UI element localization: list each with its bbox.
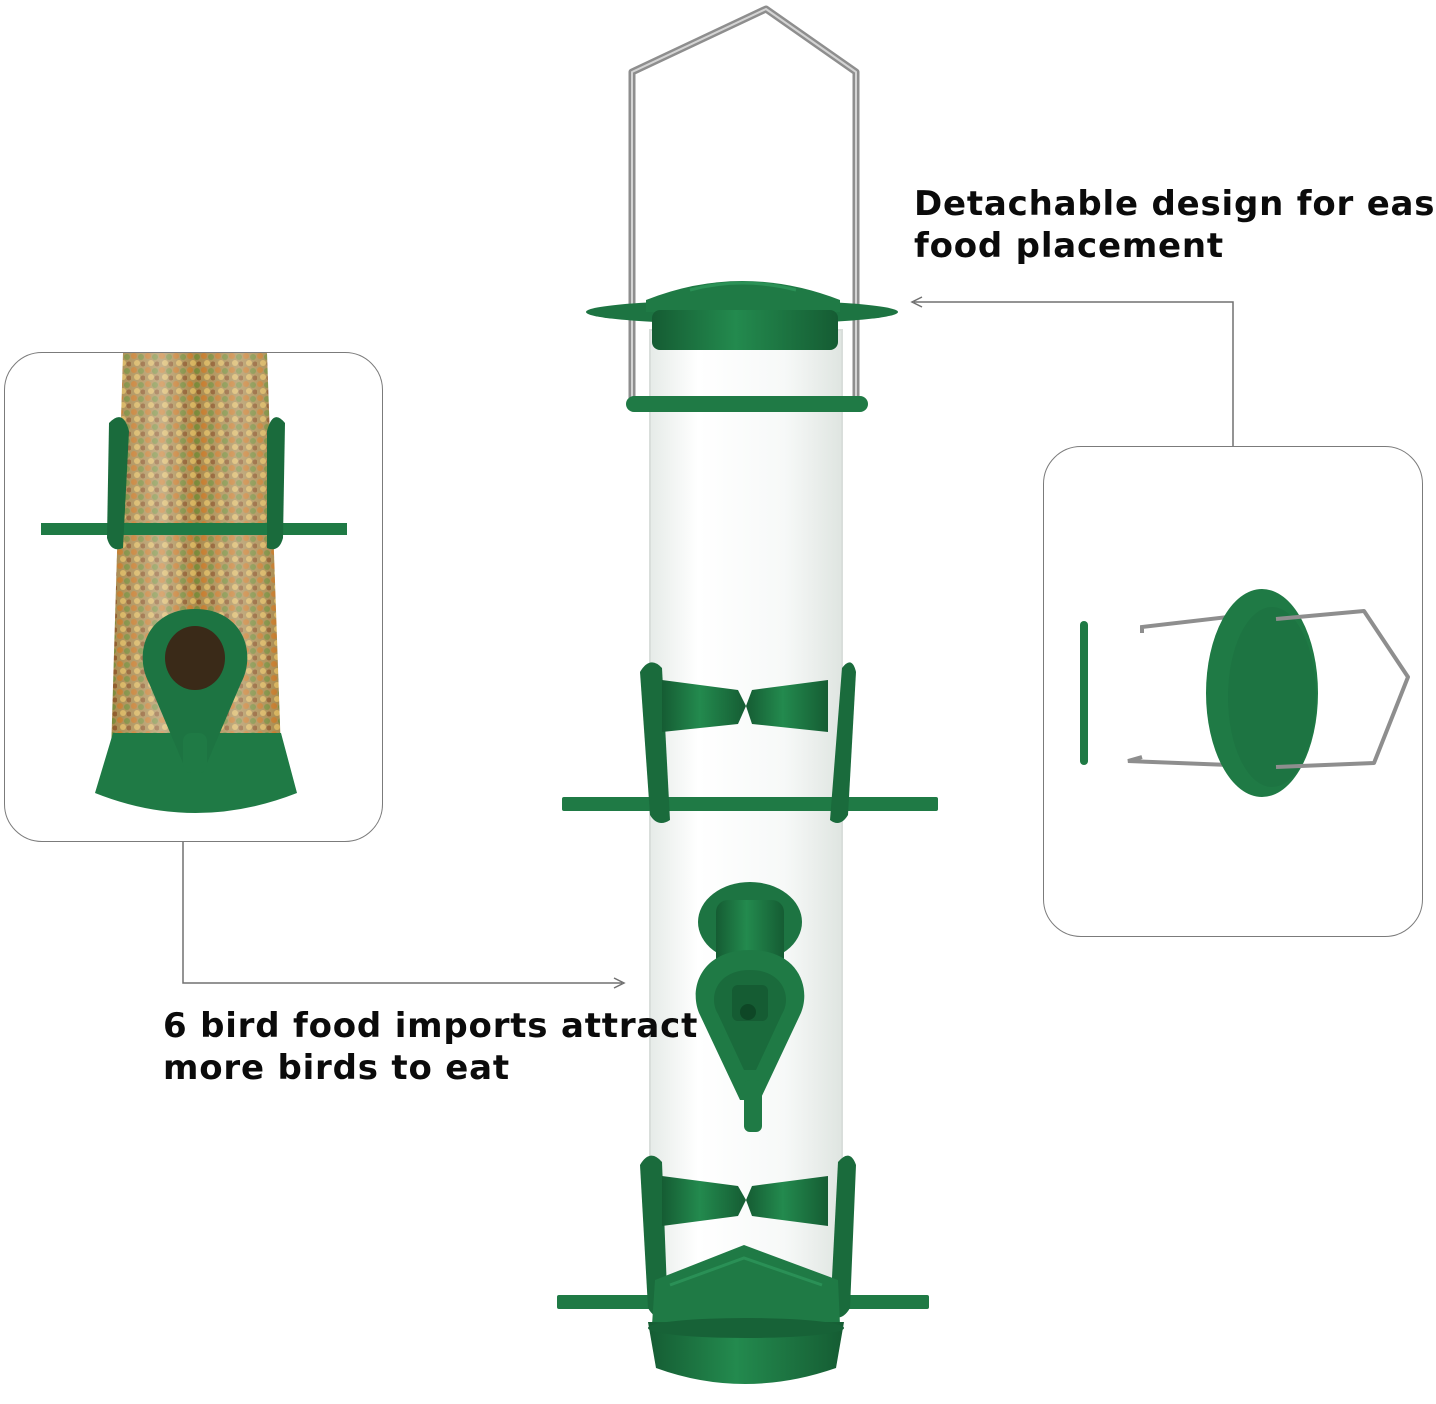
center-feeding-port: [695, 882, 805, 1132]
feeder-lid: [586, 281, 898, 350]
inset-detached-parts: [1043, 446, 1423, 937]
feeder-base: [648, 1245, 844, 1384]
detached-lid-icon: [1080, 589, 1410, 797]
seed-tube-icon: [41, 353, 347, 813]
upper-perch-ports: [562, 662, 938, 824]
caption-line: 6 bird food imports attract: [163, 1006, 699, 1046]
hanger-crossbar: [626, 396, 868, 412]
caption-detachable-design: Detachable design for easier food placem…: [914, 183, 1436, 267]
callout-line-left: [182, 842, 626, 989]
caption-food-ports: 6 bird food imports attract more birds t…: [163, 1005, 698, 1089]
callout-line-top: [910, 296, 1234, 446]
caption-line: food placement: [914, 226, 1224, 266]
caption-line: Detachable design for easier: [914, 184, 1436, 224]
inset-tube-detail: [4, 352, 383, 842]
caption-line: more birds to eat: [163, 1048, 510, 1088]
